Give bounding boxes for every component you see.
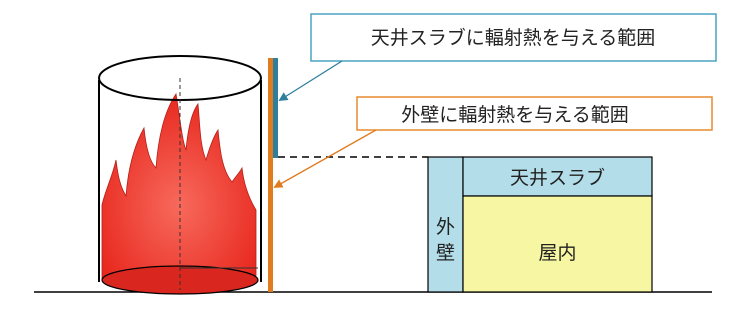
callout-wall-arrow [273, 129, 377, 188]
fire-cylinder [98, 55, 262, 295]
ceiling-range-bar [273, 58, 278, 158]
building: 外 壁 天井スラブ 屋内 [427, 156, 653, 293]
outer-wall-label-1: 外 [436, 216, 455, 238]
ceiling-slab [462, 156, 653, 197]
outer-wall-label-2: 壁 [436, 242, 455, 264]
callout-wall-text: 外壁に輻射熱を与える範囲 [401, 104, 628, 126]
ceiling-slab-label: 天井スラブ [510, 166, 605, 189]
indoor-area [462, 195, 653, 293]
flame-base [101, 265, 259, 295]
callout-ceiling-box [310, 13, 717, 62]
outer-wall [427, 156, 464, 293]
wall-range-bar [268, 58, 273, 292]
flame-icon [101, 92, 257, 281]
callout-wall-box [356, 96, 713, 131]
indoor-label: 屋内 [538, 242, 576, 264]
callout-ceiling-text: 天井スラブに輻射熱を与える範囲 [371, 26, 655, 49]
callout-ceiling-arrow [278, 60, 343, 101]
